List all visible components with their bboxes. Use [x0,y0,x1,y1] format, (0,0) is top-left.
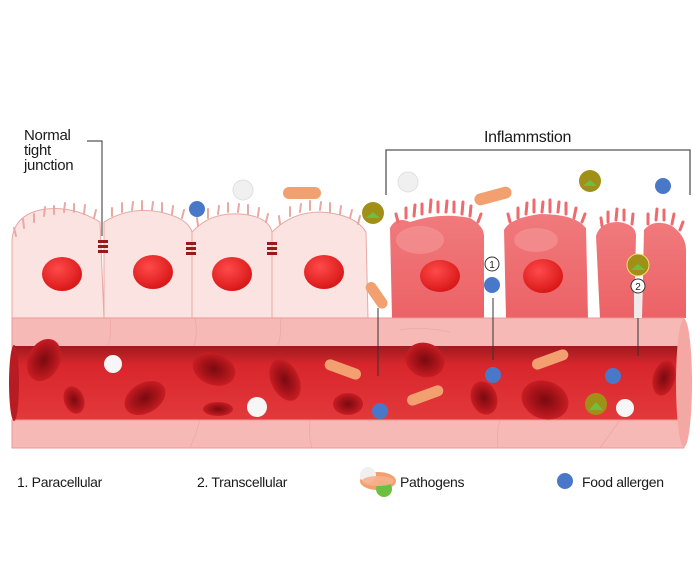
microvilli [13,200,361,237]
healthy-epithelium [11,200,369,319]
vessel-upper-wall [11,317,685,349]
vessel-lower-wall [11,419,685,449]
food-allergen [655,178,671,194]
legend-food-allergen: Food allergen [582,474,664,490]
red-blood-cell [124,380,166,416]
normal-tight-junction-label: Normal tight junction [24,128,104,173]
food-allergen [372,403,388,419]
pathogen-white [104,355,122,373]
red-blood-cells [26,338,676,420]
pathogen-olive [585,393,607,415]
nucleus [133,255,173,289]
pathway-lines [377,298,639,376]
pathogen-rod [406,385,444,406]
red-blood-cell [333,393,363,415]
food-allergen [484,277,500,293]
label-line: tight [24,142,51,159]
red-blood-cell [203,402,233,416]
healthy-cell [271,211,369,319]
red-blood-cell [26,338,62,382]
nucleus [212,257,252,291]
label-line: Normal [24,127,71,144]
red-blood-cell [470,381,498,415]
pathogen-white [397,171,419,193]
nucleus [42,257,82,291]
svg-text:1: 1 [489,260,495,271]
pathway-2-marker: 2 [630,278,646,294]
pathogen-olive [579,170,601,192]
pathogens-icon [360,467,396,497]
pathogen-rod [474,186,512,206]
healthy-cell [11,208,105,319]
inflamed-cell [504,214,588,318]
red-blood-cell [269,359,301,401]
label-line: junction [24,157,74,174]
red-blood-cell [63,386,85,414]
normal-junction-pointer [87,140,103,236]
healthy-cell [103,209,193,319]
food-allergen [605,368,621,384]
inflamed-cell [642,222,686,318]
pathogen-olive [626,253,650,277]
pathogen-olive [362,202,384,224]
tight-junctions [98,240,277,255]
inflammation-bracket [385,149,691,195]
inflammation-label: Inflammstion [484,129,572,146]
red-blood-cell [652,360,676,396]
red-blood-cell [521,380,569,420]
pathogen-rod [324,359,362,380]
red-blood-cell [405,342,445,378]
pathogen-rod [531,349,569,370]
inflamed-microvilli [394,198,685,232]
pathogen-white [247,397,267,417]
nucleus [523,259,563,293]
pathogen-white [616,399,634,417]
inflamed-epithelium [390,198,686,318]
pathogen-white [232,179,254,201]
legend-paracellular: 1. Paracellular [17,474,102,490]
particles [104,170,671,419]
pathogen-rod [365,282,388,309]
red-blood-cell [192,352,236,386]
food-allergen-icon [557,473,573,489]
blood-vessel [9,317,692,449]
vessel-end [676,319,692,447]
pathogen-rod [283,187,321,199]
nucleus [304,255,344,289]
legend-transcellular: 2. Transcellular [197,474,288,490]
inflamed-cell [390,215,484,318]
nucleus [420,260,460,292]
inflamed-cell [596,222,636,318]
svg-text:2: 2 [635,282,641,293]
pathway-1-marker: 1 [484,256,500,272]
food-allergen [189,201,205,217]
legend-pathogens: Pathogens [400,474,465,490]
healthy-cell [191,213,273,319]
food-allergen [485,367,501,383]
